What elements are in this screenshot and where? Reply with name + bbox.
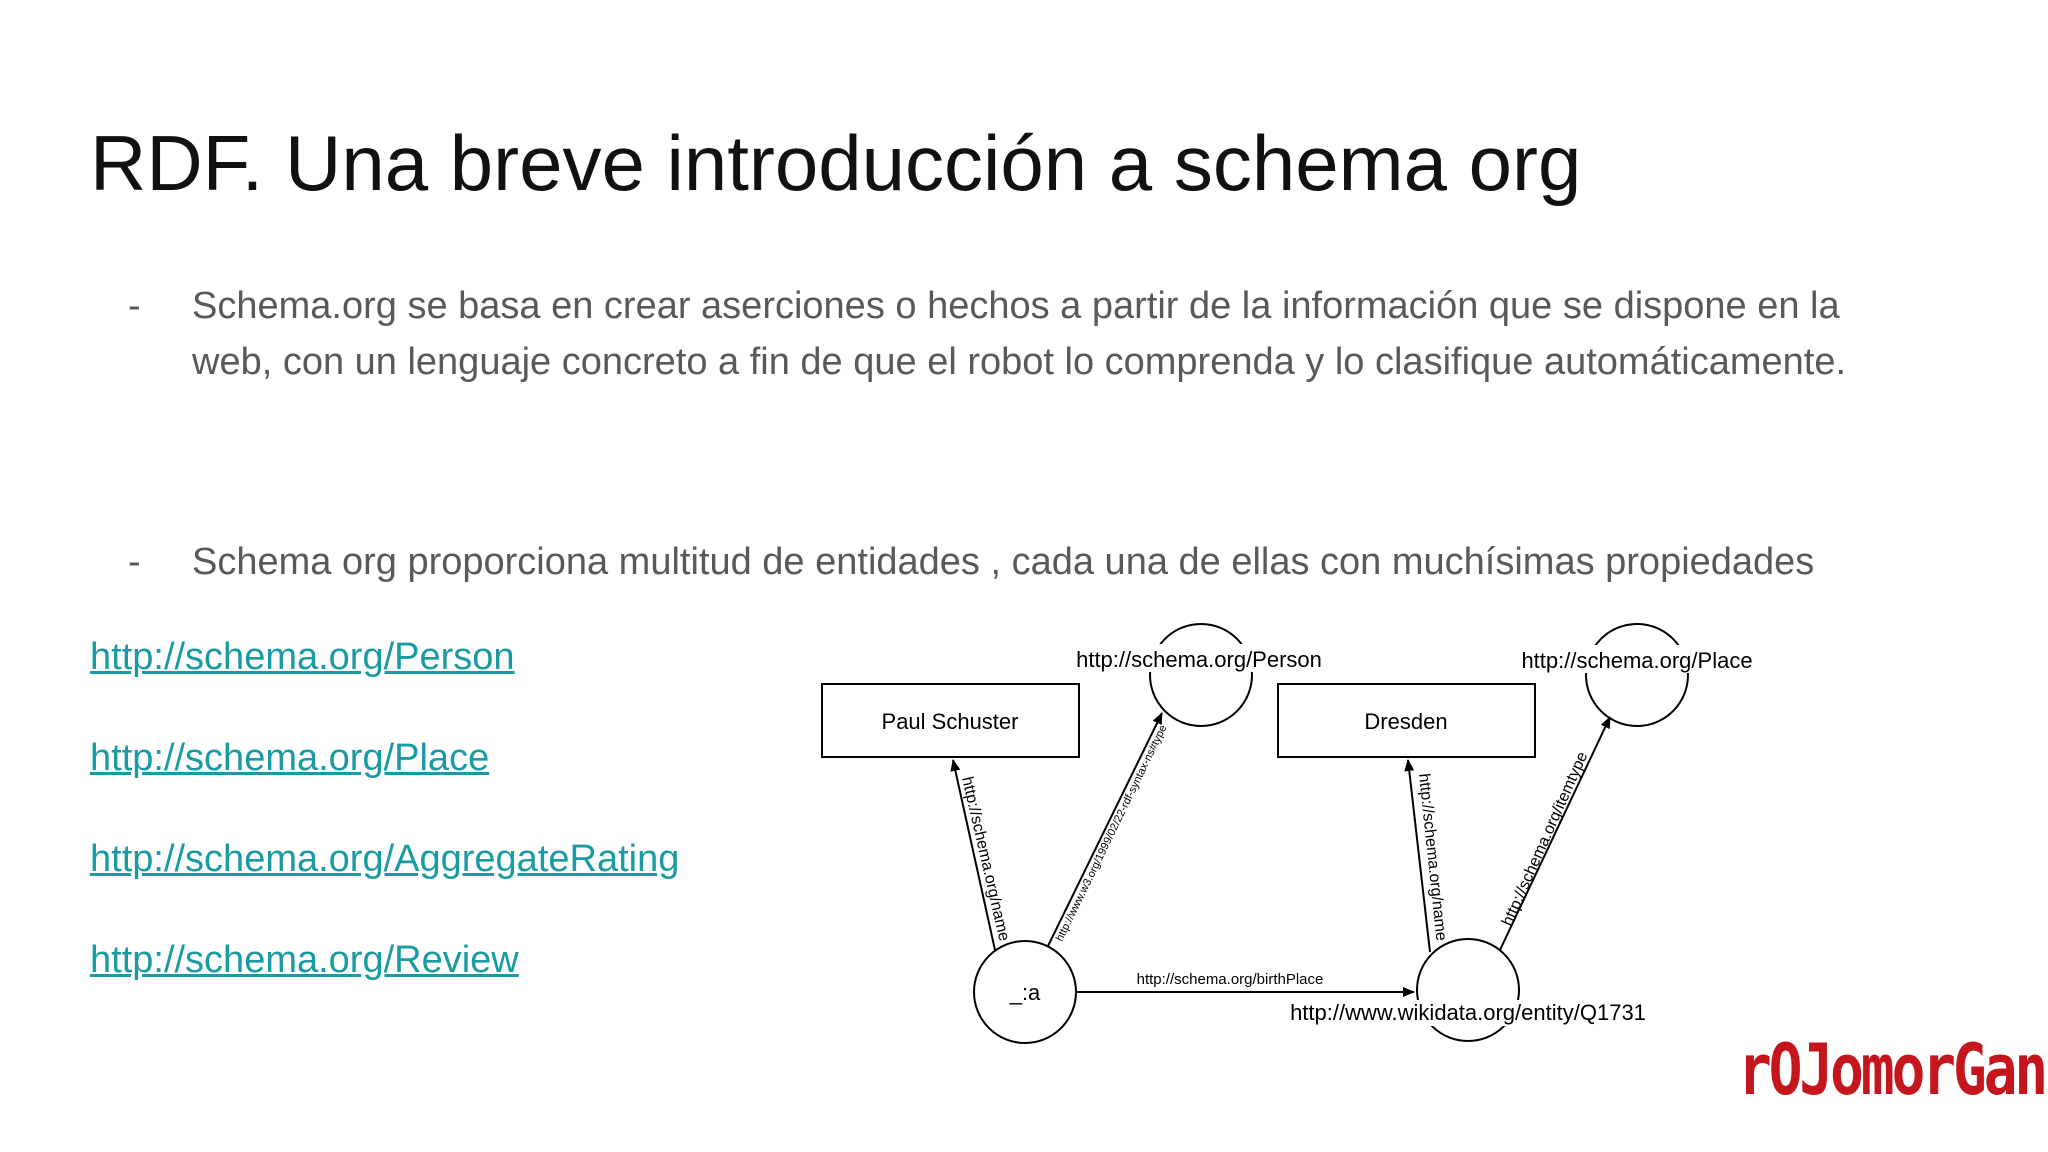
- bullet-1-line-2: web, con un lenguaje concreto a fin de q…: [192, 341, 1847, 383]
- node-dresden: [1277, 683, 1536, 758]
- node-paul-schuster: [821, 683, 1080, 758]
- edge-type-1: [1047, 712, 1163, 947]
- link-review[interactable]: http://schema.org/Review: [90, 939, 519, 981]
- link-person[interactable]: http://schema.org/Person: [90, 636, 515, 678]
- node-person-type: [1149, 623, 1253, 727]
- node-place-type-label: http://schema.org/Place: [1521, 648, 1752, 673]
- edge-itemtype: [1499, 716, 1611, 951]
- edge-name-1-label: http://schema.org/name: [958, 775, 1012, 943]
- node-blank: [973, 940, 1077, 1044]
- label-bg: [1512, 645, 1762, 673]
- edge-name-2: [1404, 759, 1431, 953]
- bullet-2-line-1: Schema org proporciona multitud de entid…: [192, 541, 1815, 583]
- rojomorgan-logo: rOJomorGan: [1738, 1030, 2048, 1112]
- bullet-1-line-1: Schema.org se basa en crear aserciones o…: [192, 285, 1840, 327]
- node-person-type-label: http://schema.org/Person: [1076, 647, 1322, 672]
- edge-name-1: [950, 759, 996, 951]
- node-paul-label: Paul Schuster: [882, 709, 1019, 734]
- node-dresden-label: Dresden: [1364, 709, 1447, 734]
- node-place-type: [1585, 623, 1689, 727]
- link-place[interactable]: http://schema.org/Place: [90, 737, 490, 779]
- node-wikidata-label: http://www.wikidata.org/entity/Q1731: [1290, 1000, 1646, 1025]
- bullet-dash: -: [128, 285, 141, 327]
- label-bg: [1280, 1000, 1656, 1026]
- link-aggregate-rating[interactable]: http://schema.org/AggregateRating: [90, 838, 680, 880]
- node-blank-label: _:a: [1009, 980, 1041, 1005]
- slide-title: RDF. Una breve introducción a schema org: [90, 119, 1582, 207]
- edge-name-2-label: http://schema.org/name: [1415, 773, 1449, 942]
- bullet-dash: -: [128, 541, 141, 583]
- edge-itemtype-label: http://schema.org/itemtype: [1499, 749, 1591, 928]
- edge-birthplace-label: http://schema.org/birthPlace: [1137, 971, 1324, 988]
- label-bg: [1068, 644, 1330, 672]
